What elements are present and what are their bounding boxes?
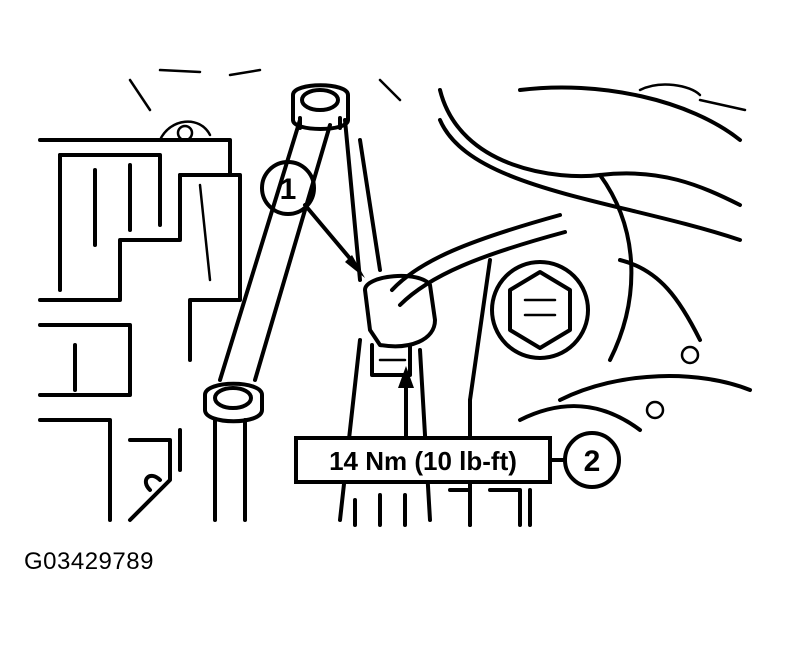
left-housing [38, 120, 242, 522]
bracket-arms [218, 118, 382, 382]
torque-label-box [294, 436, 552, 484]
torque-label: 14 Nm (10 lb-ft) [329, 446, 517, 476]
figure-id: G03429789 [24, 548, 154, 575]
lower-bolt [203, 381, 264, 522]
callout-2-arrowhead [398, 366, 414, 388]
callout-1-label: 1 [280, 173, 297, 206]
callout-2: 14 Nm (10 lb-ft) 2 [294, 366, 621, 489]
callout-1-arrowhead [345, 255, 365, 278]
sensor-assembly [338, 213, 567, 522]
top-lines [128, 68, 402, 112]
callout-1: 1 [260, 160, 365, 278]
bottom-details [143, 428, 532, 527]
callout-2-label: 2 [584, 445, 601, 478]
